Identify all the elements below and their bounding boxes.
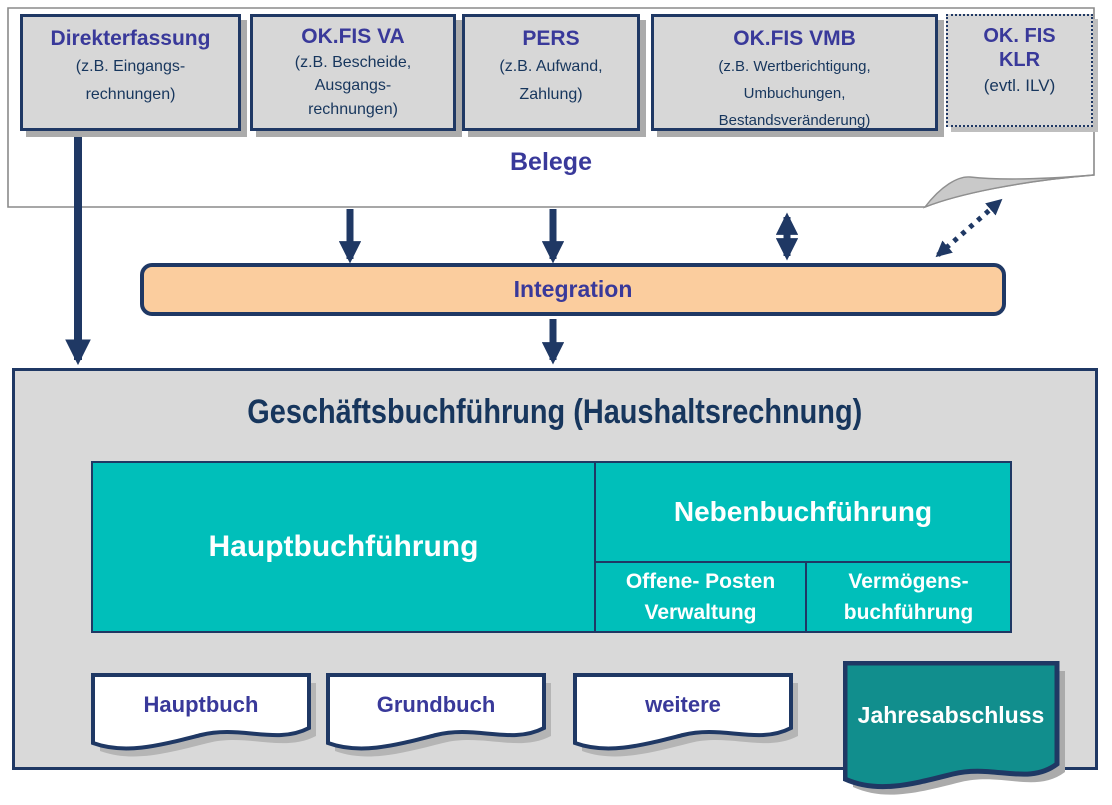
source-subtitle: (z.B. Aufwand,Zahlung) — [499, 58, 603, 104]
belege-caption: Belege — [510, 148, 592, 176]
source-box-pers: PERS (z.B. Aufwand,Zahlung) — [462, 14, 640, 131]
source-box-direkterfassung: Direkterfassung (z.B. Eingangs-rechnunge… — [20, 14, 241, 131]
source-title: PERS — [522, 27, 580, 50]
document-shape — [91, 673, 316, 757]
source-box-okfis-vmb: OK.FIS VMB (z.B. Wertberichtigung,Umbuch… — [651, 14, 938, 131]
cell-nebenbuchfuehrung: Nebenbuchführung — [594, 461, 1012, 563]
source-subtitle: (evtl. ILV) — [983, 76, 1056, 95]
ledger-title: Geschäftsbuchführung (Haushaltsrechnung) — [15, 393, 1095, 432]
arrow-dotted-klr-integration — [935, 198, 1003, 258]
source-subtitle: (z.B. Eingangs-rechnungen) — [75, 58, 186, 104]
integration-bar: Integration — [140, 263, 1006, 316]
document-shape — [843, 661, 1065, 795]
source-title: OK.FIS VA — [301, 25, 405, 48]
document-jahresabschluss: Jahresabschluss — [843, 661, 1073, 805]
source-title: OK.FIS VMB — [733, 27, 856, 50]
source-box-okfis-klr: OK. FIS KLR (evtl. ILV) — [946, 14, 1093, 127]
document-shape — [573, 673, 798, 757]
document-label: weitere — [645, 692, 721, 717]
document-label: Grundbuch — [376, 692, 496, 717]
source-subtitle: (z.B. Bescheide,Ausgangs-rechnungen) — [294, 54, 412, 118]
source-subtitle: (z.B. Wertberichtigung,Umbuchungen,Besta… — [718, 58, 871, 130]
cell-vermoegensbuchfuehrung: Vermögens-buchführung — [805, 561, 1012, 633]
page-curl — [922, 174, 1095, 209]
integration-label: Integration — [513, 276, 633, 302]
document-label: Hauptbuch — [143, 692, 259, 717]
document-hauptbuch: Hauptbuch — [91, 673, 323, 768]
cell-hauptbuchfuehrung: Hauptbuchführung — [91, 461, 596, 633]
source-title: Direkterfassung — [50, 27, 211, 50]
source-title: OK. FIS KLR — [983, 25, 1056, 71]
source-box-okfis-va: OK.FIS VA (z.B. Bescheide,Ausgangs-rechn… — [250, 14, 456, 131]
document-grundbuch: Grundbuch — [326, 673, 558, 768]
ledger-container: Geschäftsbuchführung (Haushaltsrechnung)… — [12, 368, 1098, 795]
ledger-title-text: Geschäftsbuchführung (Haushaltsrechnung) — [247, 393, 863, 431]
document-weitere: weitere — [573, 673, 805, 768]
document-shape — [326, 673, 551, 757]
document-label: Jahresabschluss — [857, 701, 1045, 728]
